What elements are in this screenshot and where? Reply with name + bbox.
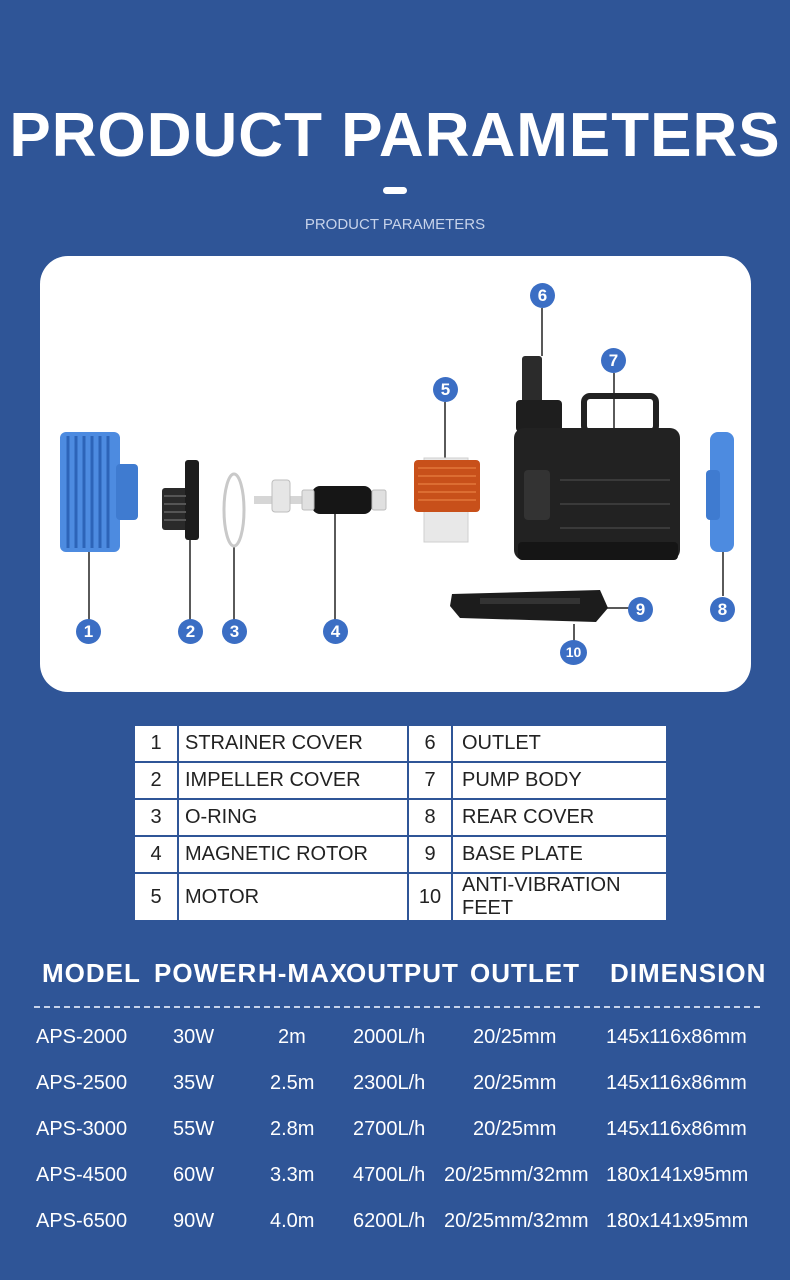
strainer-cover-part [60,432,138,552]
part-number: 4 [133,835,179,874]
cell-outlet: 20/25mm/32mm [444,1164,589,1186]
spec-table-body: APS-2000 30W 2m 2000L/h 20/25mm 145x116x… [30,1020,770,1250]
cell-power: 55W [173,1118,215,1140]
cell-hmax: 2m [278,1026,306,1048]
callout-3: 3 [222,619,247,644]
cell-output: 2000L/h [353,1026,426,1048]
cell-hmax: 2.5m [270,1072,315,1094]
table-row: APS-2500 35W 2.5m 2300L/h 20/25mm 145x11… [30,1066,770,1112]
cell-power: 60W [173,1164,215,1186]
cell-model: APS-2500 [36,1072,128,1094]
part-name: ANTI-VIBRATION FEET [451,872,668,922]
part-number: 8 [407,798,453,837]
cell-outlet: 20/25mm [473,1026,557,1048]
leader-lines [88,308,724,642]
cell-model: APS-6500 [36,1210,128,1232]
callout-8: 8 [710,597,735,622]
header-dimension: DIMENSION [610,958,767,988]
header-hmax: H-MAX [258,958,349,988]
cell-dimension: 180x141x95mm [606,1164,749,1186]
cell-power: 90W [173,1210,215,1232]
callout-5: 5 [433,377,458,402]
part-number: 6 [407,724,453,763]
cell-dimension: 145x116x86mm [606,1072,747,1094]
part-name: MOTOR [177,872,409,922]
callout-1: 1 [76,619,101,644]
table-row: 4 MAGNETIC ROTOR 9 BASE PLATE [133,835,668,874]
table-row: 2 IMPELLER COVER 7 PUMP BODY [133,761,668,800]
cell-outlet: 20/25mm [473,1118,557,1140]
cell-model: APS-2000 [36,1026,128,1048]
callout-4: 4 [323,619,348,644]
page-title: PRODUCT PARAMETERS [9,101,781,170]
part-name: REAR COVER [451,798,668,837]
spec-table-header: MODEL POWER H-MAX OUTPUT OUTLET DIMENSIO… [30,958,765,998]
page-subtitle: PRODUCT PARAMETERS [304,216,486,233]
table-row: APS-4500 60W 3.3m 4700L/h 20/25mm/32mm 1… [30,1158,770,1204]
cell-output: 2300L/h [353,1072,426,1094]
pump-body-part [514,356,680,560]
table-row: APS-6500 90W 4.0m 6200L/h 20/25mm/32mm 1… [30,1204,770,1250]
magnetic-rotor-part [254,479,387,514]
dashed-divider [34,1006,760,1008]
part-number: 3 [133,798,179,837]
part-name: O-RING [177,798,409,837]
cell-dimension: 180x141x95mm [606,1210,749,1232]
cell-hmax: 3.3m [270,1164,315,1186]
cell-dimension: 145x116x86mm [606,1026,747,1048]
header-outlet: OUTLET [470,958,580,988]
cell-hmax: 2.8m [270,1118,315,1140]
part-number: 2 [133,761,179,800]
cell-output: 2700L/h [353,1118,426,1140]
cell-model: APS-3000 [36,1118,128,1140]
part-number: 5 [133,872,179,922]
part-name: OUTLET [451,724,668,763]
cell-outlet: 20/25mm/32mm [444,1210,589,1232]
callout-9: 9 [628,597,653,622]
cell-dimension: 145x116x86mm [606,1118,747,1140]
table-row: 1 STRAINER COVER 6 OUTLET [133,724,668,763]
header-power: POWER [154,958,258,988]
callout-6: 6 [530,283,555,308]
motor-part [414,457,480,543]
cell-model: APS-4500 [36,1164,128,1186]
part-number: 10 [407,872,453,922]
part-name: STRAINER COVER [177,724,409,763]
part-number: 7 [407,761,453,800]
callout-7: 7 [601,348,626,373]
part-name: BASE PLATE [451,835,668,874]
rear-cover-part [706,432,734,552]
header-output: OUTPUT [346,958,459,988]
cell-output: 6200L/h [353,1210,426,1232]
impeller-cover-part [162,460,199,540]
table-row: APS-2000 30W 2m 2000L/h 20/25mm 145x116x… [30,1020,770,1066]
base-plate-part [450,590,608,622]
callout-2: 2 [178,619,203,644]
cell-power: 35W [173,1072,215,1094]
o-ring-part [222,472,246,548]
part-name: IMPELLER COVER [177,761,409,800]
part-number: 9 [407,835,453,874]
cell-outlet: 20/25mm [473,1072,557,1094]
part-number: 1 [133,724,179,763]
table-row: 5 MOTOR 10 ANTI-VIBRATION FEET [133,872,668,922]
part-name: MAGNETIC ROTOR [177,835,409,874]
cell-power: 30W [173,1026,215,1048]
exploded-diagram-card: 1 2 3 4 5 6 7 8 9 10 [40,256,751,692]
cell-output: 4700L/h [353,1164,426,1186]
title-divider [383,187,407,194]
table-row: 3 O-RING 8 REAR COVER [133,798,668,837]
header-model: MODEL [42,958,141,988]
callout-10: 10 [560,640,587,665]
part-name: PUMP BODY [451,761,668,800]
parts-table: 1 STRAINER COVER 6 OUTLET 2 IMPELLER COV… [133,724,668,922]
exploded-diagram [60,308,734,642]
table-row: APS-3000 55W 2.8m 2700L/h 20/25mm 145x11… [30,1112,770,1158]
cell-hmax: 4.0m [270,1210,315,1232]
